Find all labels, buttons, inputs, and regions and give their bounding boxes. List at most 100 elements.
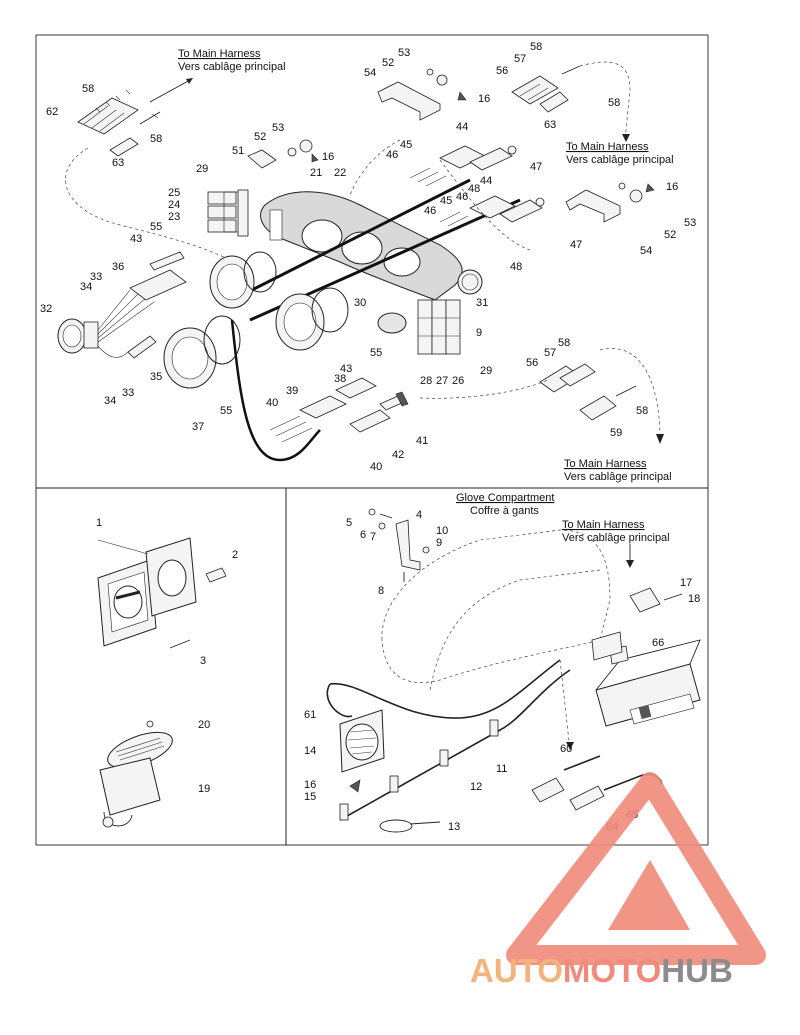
label-47: 47: [570, 239, 582, 251]
caption-glove: Glove Compartment Coffre à gants: [456, 492, 554, 517]
label-55: 55: [220, 405, 232, 417]
switch-assembly-1-3: [97, 537, 227, 649]
label-42: 42: [392, 449, 404, 461]
label-58: 58: [82, 83, 94, 95]
radio-66: [591, 631, 701, 727]
label-18: 18: [688, 593, 700, 605]
wire-speaker: [326, 683, 353, 718]
label-9: 9: [476, 327, 482, 339]
label-16: 16: [666, 181, 678, 193]
label-39: 39: [286, 385, 298, 397]
label-20: 20: [198, 719, 210, 731]
label-4: 4: [416, 509, 422, 521]
label-58: 58: [636, 405, 648, 417]
label-52: 52: [382, 57, 394, 69]
connector-33-36: [97, 251, 187, 359]
harness-upper: [231, 178, 471, 302]
caption-top-left: To Main Harness Vers cablâge principal: [149, 48, 286, 103]
label-40: 40: [370, 461, 382, 473]
bracket-54-top: [377, 68, 467, 121]
gauge-37: [163, 315, 241, 389]
label-23: 23: [168, 211, 180, 223]
label-63: 63: [112, 157, 124, 169]
label-13: 13: [448, 821, 460, 833]
caption-top-right: To Main Harness Vers cablâge principal: [566, 141, 674, 166]
label-48: 48: [510, 261, 522, 273]
label-21: 21: [310, 167, 322, 179]
label-17: 17: [680, 577, 692, 589]
label-60: 60: [560, 743, 572, 755]
label-58: 58: [608, 97, 620, 109]
svg-text:Glove Compartment: Glove Compartment: [456, 492, 554, 504]
label-15: 15: [304, 791, 316, 803]
gauge-32: [57, 318, 99, 354]
svg-text:Vers cablâge principal: Vers cablâge principal: [562, 532, 670, 544]
bracket-4: [368, 508, 430, 582]
label-44: 44: [456, 121, 468, 133]
gauge-43-upper: [209, 251, 277, 309]
svg-text:To Main Harness: To Main Harness: [178, 48, 261, 60]
label-38: 38: [334, 373, 346, 385]
label-54: 54: [640, 245, 652, 257]
caption-mid-right: To Main Harness Vers cablâge principal: [564, 458, 672, 483]
wire-loop-left: [65, 147, 231, 261]
label-53: 53: [398, 47, 410, 59]
label-59: 59: [610, 427, 622, 439]
watermark-logo: [506, 772, 766, 965]
label-32: 32: [40, 303, 52, 315]
label-57: 57: [544, 347, 556, 359]
label-43: 43: [340, 363, 352, 375]
label-33: 33: [122, 387, 134, 399]
label-28: 28: [420, 375, 432, 387]
label-29: 29: [196, 163, 208, 175]
label-9: 9: [436, 537, 442, 549]
label-58: 58: [150, 133, 162, 145]
label-62: 62: [46, 106, 58, 118]
fuse-holder-60: [531, 755, 601, 803]
caption-glove-harness: To Main Harness Vers cablâge principal: [562, 519, 670, 568]
label-66: 66: [652, 637, 664, 649]
svg-text:To Main Harness: To Main Harness: [564, 458, 647, 470]
label-40: 40: [266, 397, 278, 409]
svg-text:Vers cablâge principal: Vers cablâge principal: [564, 471, 672, 483]
clips-11-12: [339, 719, 499, 821]
label-45: 45: [440, 195, 452, 207]
label-16: 16: [304, 779, 316, 791]
wire-center-right: [439, 159, 531, 251]
label-34: 34: [104, 395, 116, 407]
label-29: 29: [480, 365, 492, 377]
label-61: 61: [304, 709, 316, 721]
svg-text:To Main Harness: To Main Harness: [562, 519, 645, 531]
label-3: 3: [200, 655, 206, 667]
gauge-30: [377, 312, 407, 334]
label-47: 47: [530, 161, 542, 173]
label-16: 16: [322, 151, 334, 163]
wire-right-lower: [599, 348, 661, 441]
glove-compartment-outline: [381, 529, 611, 691]
wire-lower-harness: [339, 669, 571, 821]
label-57: 57: [514, 53, 526, 65]
bottom-left-panel-frame: [35, 487, 287, 846]
label-30: 30: [354, 297, 366, 309]
connector-group-38-42: [269, 377, 409, 443]
label-36: 36: [112, 261, 124, 273]
svg-text:Vers cablâge principal: Vers cablâge principal: [566, 154, 674, 166]
bracket-51: [247, 139, 319, 169]
connector-56-59-right: [539, 363, 637, 421]
wire-top-right: [579, 61, 631, 141]
wire-center-top: [349, 139, 401, 196]
label-34: 34: [80, 281, 92, 293]
label-2: 2: [232, 549, 238, 561]
bottom-right-panel-frame: [285, 487, 709, 846]
label-6: 6: [360, 529, 366, 541]
housing-63-left: [109, 137, 139, 157]
label-26: 26: [452, 375, 464, 387]
label-14: 14: [304, 745, 316, 757]
label-45: 45: [400, 139, 412, 151]
connector-62: [77, 89, 139, 135]
label-46: 46: [456, 191, 468, 203]
label-54: 54: [364, 67, 376, 79]
label-55: 55: [150, 221, 162, 233]
label-10: 10: [436, 525, 448, 537]
